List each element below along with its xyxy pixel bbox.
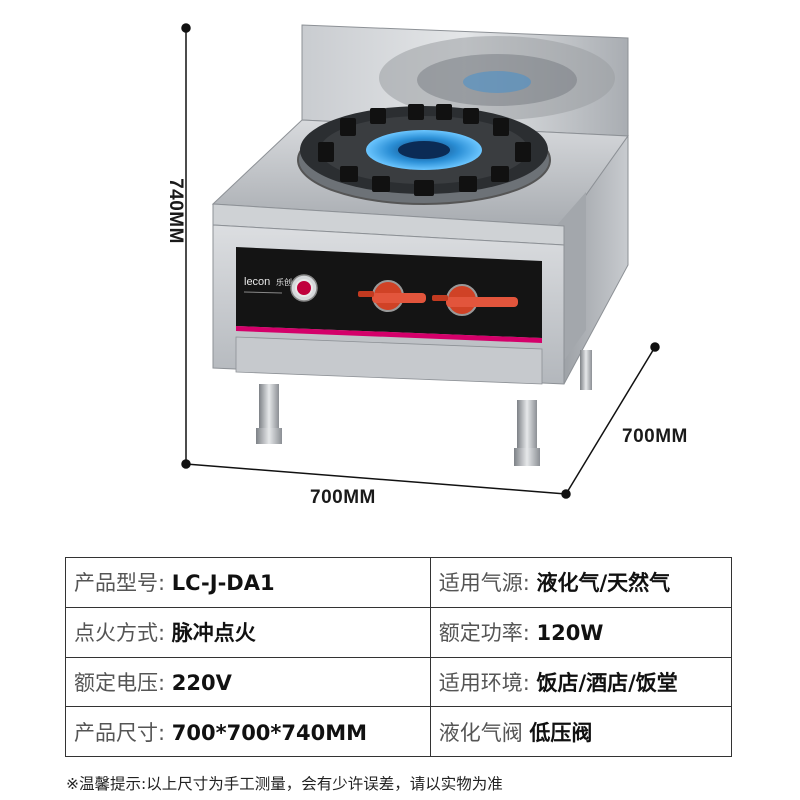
spec-value: 700*700*740MM	[171, 720, 368, 745]
spec-table: 产品型号: LC-J-DA1 适用气源: 液化气/天然气 点火方式: 脉冲点火 …	[65, 557, 733, 757]
spec-label: 液化气阀	[438, 720, 523, 745]
spec-cell: 适用气源: 液化气/天然气	[429, 557, 733, 608]
gas-knob-right[interactable]	[432, 284, 518, 316]
spec-value: 脉冲点火	[171, 621, 256, 646]
spec-cell: 液化气阀 低压阀	[429, 706, 733, 757]
spec-value: 液化气/天然气	[536, 571, 671, 596]
measurement-note: ※温馨提示:以上尺寸为手工测量，会有少许误差，请以实物为准	[66, 775, 503, 793]
gas-knob-left[interactable]	[358, 280, 426, 312]
accent-stripe	[236, 326, 542, 343]
legs	[256, 350, 592, 466]
spec-cell: 适用环境: 饭店/酒店/饭堂	[429, 656, 733, 708]
spec-row: 产品型号: LC-J-DA1 适用气源: 液化气/天然气	[65, 557, 733, 608]
spec-label: 额定电压:	[74, 670, 166, 695]
depth-dimension-label: 700MM	[622, 426, 688, 447]
spec-value: 220V	[171, 670, 232, 695]
width-dimension-label: 700MM	[310, 487, 376, 508]
spec-value: 低压阀	[529, 720, 593, 745]
dimension-lines	[181, 23, 660, 499]
ignition-button[interactable]	[290, 274, 318, 302]
spec-label: 产品尺寸:	[74, 720, 166, 745]
spec-cell: 产品尺寸: 700*700*740MM	[65, 706, 431, 757]
spec-cell: 点火方式: 脉冲点火	[65, 606, 431, 658]
wok-burner	[297, 104, 551, 205]
spec-value: LC-J-DA1	[171, 571, 275, 596]
height-dimension-label: 740MM	[165, 178, 186, 244]
spec-cell: 产品型号: LC-J-DA1	[65, 557, 431, 608]
spec-label: 产品型号:	[74, 571, 166, 596]
spec-label: 适用气源:	[438, 571, 530, 596]
brand-logo: lecon	[244, 276, 270, 288]
spec-row: 点火方式: 脉冲点火 额定功率: 120W	[65, 606, 733, 658]
spec-label: 适用环境:	[438, 670, 530, 695]
spec-row: 额定电压: 220V 适用环境: 饭店/酒店/饭堂	[65, 656, 733, 708]
brand-logo-suffix: 乐创	[276, 277, 292, 287]
spec-value: 120W	[536, 621, 604, 646]
spec-label: 额定功率:	[438, 621, 530, 646]
product-illustration: lecon 乐创	[181, 23, 660, 499]
spec-cell: 额定功率: 120W	[429, 606, 733, 658]
spec-row: 产品尺寸: 700*700*740MM 液化气阀 低压阀	[65, 706, 733, 757]
spec-cell: 额定电压: 220V	[65, 656, 431, 708]
spec-label: 点火方式:	[74, 621, 166, 646]
spec-value: 饭店/酒店/饭堂	[536, 670, 678, 695]
